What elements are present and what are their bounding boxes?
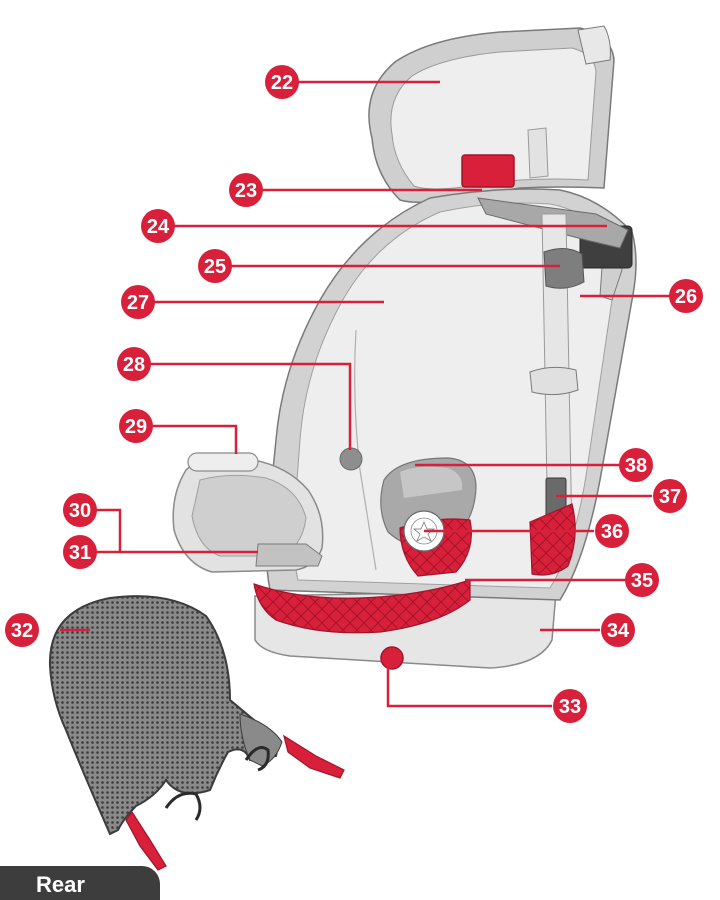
callout-24: 24 [141,209,175,243]
base-red-button [381,647,403,669]
view-tab: Rear [0,866,160,900]
callout-30: 30 [63,493,97,527]
headrest-adjust-handle [462,155,514,187]
callout-number: 26 [675,286,697,308]
headrest [369,26,614,202]
callout-37: 37 [653,479,687,513]
callout-22: 22 [265,65,299,99]
callout-number: 30 [69,500,91,522]
callout-number: 34 [607,620,630,642]
callout-38: 38 [619,448,653,482]
callout-number: 29 [125,416,147,438]
callout-32: 32 [5,613,39,647]
mesh-clip-left [126,812,166,870]
callout-number: 24 [147,216,170,238]
callout-number: 37 [659,486,681,508]
callout-28: 28 [117,347,151,381]
callout-number: 33 [559,696,581,718]
callout-34: 34 [601,613,635,647]
callout-36: 36 [595,514,629,548]
callout-25: 25 [198,249,232,283]
callout-35: 35 [625,563,659,597]
callout-number: 32 [11,620,33,642]
callout-29: 29 [119,409,153,443]
callout-number: 36 [601,521,623,543]
callout-number: 25 [204,256,226,278]
callout-number: 28 [123,354,145,376]
callout-number: 35 [631,570,653,592]
callout-23: 23 [229,173,263,207]
callout-number: 38 [625,455,647,477]
callout-31: 31 [63,535,97,569]
view-tab-label: Rear [36,872,85,898]
belt-lock-off [544,248,584,288]
callout-33: 33 [553,689,587,723]
callout-number: 22 [271,72,293,94]
callout-number: 27 [127,292,149,314]
callout-number: 31 [69,542,91,564]
callout-27: 27 [121,285,155,319]
mesh-clip-right [284,736,344,778]
callout-number: 23 [235,180,257,202]
callout-26: 26 [669,279,703,313]
